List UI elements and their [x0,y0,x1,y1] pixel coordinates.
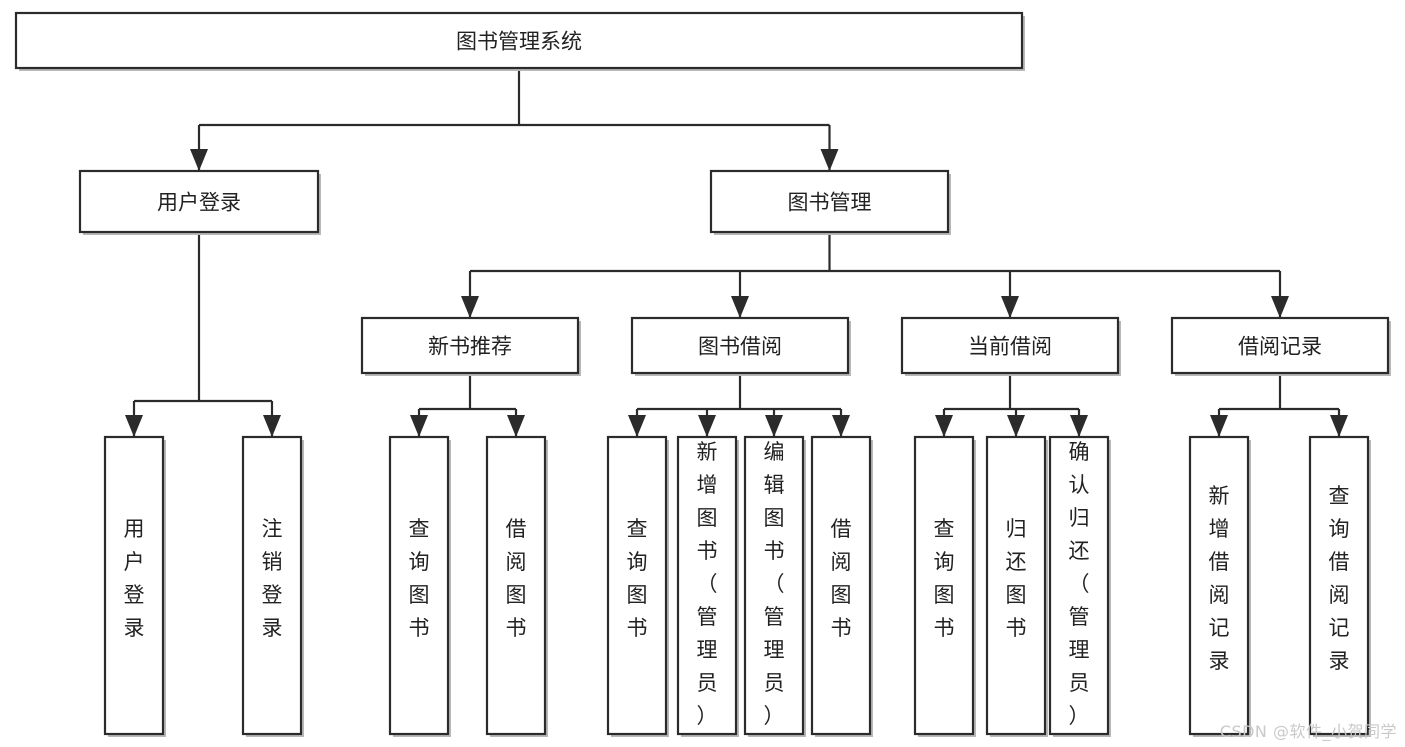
node-label: 查询图书 [934,517,955,640]
connector-group-book-manage [461,232,1289,318]
connector-group-current-borrow [935,373,1088,437]
arrow-head-icon [628,415,646,437]
node-leaf-user-logout[interactable]: 注销登录 [241,435,304,737]
connector-group-user-login [125,232,281,437]
node-leaf-return-book[interactable]: 归还图书 [985,435,1048,737]
node-label: 新书推荐 [428,335,512,359]
arrow-head-icon [1007,415,1025,437]
arrow-head-icon [507,415,525,437]
node-leaf-query-record[interactable]: 查询借阅记录 [1308,435,1371,737]
arrow-head-icon [731,296,749,318]
node-rect[interactable] [743,435,805,736]
node-rect[interactable] [1308,435,1370,736]
node-rect[interactable] [485,435,547,736]
node-leaf-query-book-2[interactable]: 查询图书 [606,435,669,737]
connector-group-book-borrow [628,373,850,437]
node-label: 查询图书 [409,517,430,640]
node-root[interactable]: 图书管理系统 [14,11,1025,71]
node-label: 用户登录 [157,191,241,215]
arrow-head-icon [698,415,716,437]
arrow-head-icon [1210,415,1228,437]
node-rect[interactable] [1188,435,1250,736]
node-label: 图书借阅 [698,335,782,359]
node-leaf-query-book-1[interactable]: 查询图书 [388,435,451,737]
node-leaf-borrow-book-1[interactable]: 借阅图书 [485,435,548,737]
node-rect[interactable] [103,435,165,736]
node-rect[interactable] [78,169,320,234]
node-rect[interactable] [810,435,872,736]
node-rect[interactable] [388,435,450,736]
node-leaf-add-book[interactable]: 新增图书（管理员） [676,435,739,737]
node-rect[interactable] [985,435,1047,736]
connector-group-borrow-record [1210,373,1348,437]
arrow-head-icon [765,415,783,437]
node-leaf-query-book-3[interactable]: 查询图书 [913,435,976,737]
arrow-head-icon [935,415,953,437]
node-label: 归还图书 [1006,517,1027,640]
arrow-head-icon [1070,415,1088,437]
node-leaf-add-record[interactable]: 新增借阅记录 [1188,435,1251,737]
node-label: 图书管理系统 [456,30,582,54]
node-label: 借阅记录 [1238,335,1322,359]
node-label: 查询借阅记录 [1329,484,1350,673]
node-label: 当前借阅 [968,335,1052,359]
node-rect[interactable] [709,169,950,234]
node-leaf-confirm-return[interactable]: 确认归还（管理员） [1048,435,1111,737]
arrow-head-icon [410,415,428,437]
node-borrow-record[interactable]: 借阅记录 [1170,316,1391,376]
node-rect[interactable] [360,316,580,375]
node-rect[interactable] [1170,316,1390,375]
node-leaf-edit-book[interactable]: 编辑图书（管理员） [743,435,806,737]
node-label: 注销登录 [262,517,283,640]
node-label: 查询图书 [627,517,648,640]
node-new-book-rec[interactable]: 新书推荐 [360,316,581,376]
arrow-head-icon [820,149,839,171]
node-rect[interactable] [676,435,738,736]
arrow-head-icon [832,415,850,437]
node-label: 新增借阅记录 [1209,484,1230,673]
node-user-login[interactable]: 用户登录 [78,169,321,235]
node-label: 图书管理 [788,191,872,215]
node-rect[interactable] [606,435,668,736]
node-current-borrow[interactable]: 当前借阅 [900,316,1121,376]
arrow-head-icon [125,415,143,437]
node-rect[interactable] [1048,435,1110,736]
arrow-head-icon [1001,296,1019,318]
node-label: 借阅图书 [506,517,527,640]
csdn-watermark: CSDN @软件_小贺同学 [1219,722,1397,741]
node-rect[interactable] [14,11,1024,70]
node-label: 编辑图书（管理员） [764,440,785,728]
node-rect[interactable] [630,316,850,375]
node-rect[interactable] [241,435,303,736]
node-label: 借阅图书 [831,517,852,640]
connector-group-root [190,68,839,171]
node-label: 确认归还（管理员） [1069,440,1090,728]
node-book-manage[interactable]: 图书管理 [709,169,951,235]
connectors-layer [125,68,1348,437]
connector-group-new-book-rec [410,373,525,437]
node-label: 新增图书（管理员） [697,440,718,728]
node-leaf-borrow-book-2[interactable]: 借阅图书 [810,435,873,737]
arrow-head-icon [1271,296,1289,318]
node-rect[interactable] [913,435,975,736]
arrow-head-icon [263,415,281,437]
arrow-head-icon [1330,415,1348,437]
arrow-head-icon [190,149,208,171]
node-rect[interactable] [900,316,1120,375]
node-leaf-user-login[interactable]: 用户登录 [103,435,166,737]
nodes-layer: 图书管理系统用户登录图书管理新书推荐图书借阅当前借阅借阅记录用户登录注销登录查询… [14,11,1391,737]
node-book-borrow[interactable]: 图书借阅 [630,316,851,376]
node-label: 用户登录 [124,517,145,640]
arrow-head-icon [461,296,479,318]
